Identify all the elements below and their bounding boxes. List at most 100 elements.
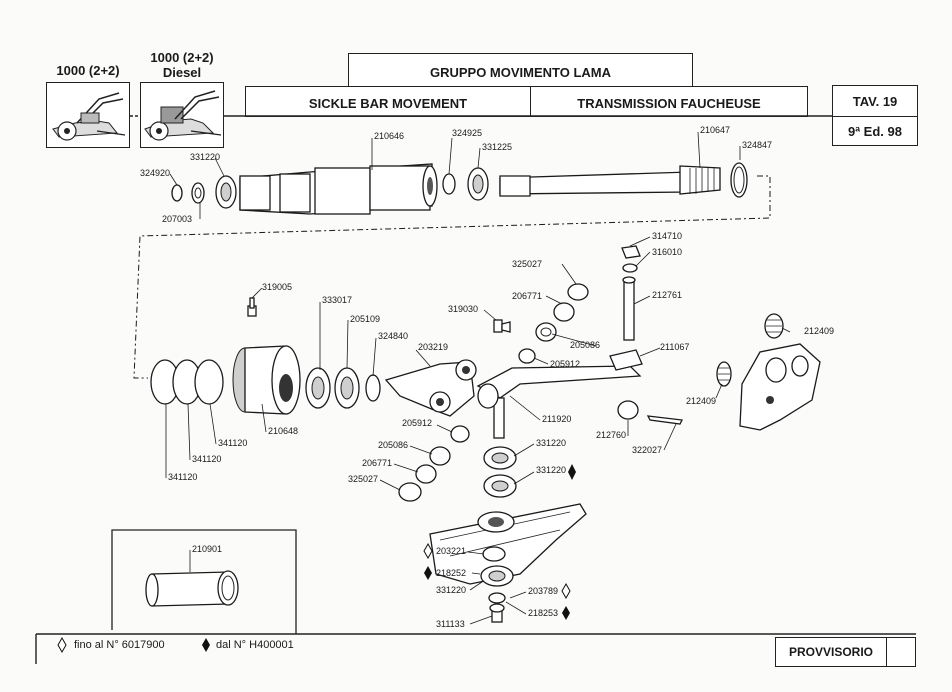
leader-lines bbox=[165, 131, 791, 625]
sleeve-210901 bbox=[145, 570, 239, 607]
ring-203221 bbox=[482, 546, 506, 562]
label-203789: 203789 bbox=[528, 586, 558, 596]
pin-212761 bbox=[622, 276, 636, 341]
label-333017: 333017 bbox=[322, 295, 352, 305]
label-205109: 205109 bbox=[350, 314, 380, 324]
label-212760: 212760 bbox=[596, 430, 626, 440]
nut-212760 bbox=[617, 400, 639, 420]
lever-211920 bbox=[476, 365, 642, 439]
title-english: SICKLE BAR MOVEMENT bbox=[308, 96, 468, 111]
spring-212409-left bbox=[716, 361, 732, 387]
nut-314710 bbox=[621, 245, 641, 259]
label-331220-mid2: 331220 bbox=[536, 465, 566, 475]
label-205912-lower: 205912 bbox=[402, 418, 432, 428]
label-205086-lower: 205086 bbox=[378, 440, 408, 450]
label-331220-top: 331220 bbox=[190, 152, 220, 162]
ring-324920 bbox=[171, 184, 183, 202]
open-diamond-icon bbox=[561, 582, 571, 600]
label-206771-upper: 206771 bbox=[512, 291, 542, 301]
legend-filled-diamond-icon bbox=[202, 638, 210, 652]
status-label: PROVVISORIO bbox=[788, 645, 874, 659]
edition-box bbox=[832, 116, 918, 146]
label-203219: 203219 bbox=[418, 342, 448, 352]
label-205086-upper: 205086 bbox=[570, 340, 600, 350]
model-label-1: 1000 (2+2) bbox=[56, 63, 120, 78]
label-210901: 210901 bbox=[192, 544, 222, 554]
model-label-2: 1000 (2+2) Diesel bbox=[150, 50, 214, 80]
label-324920: 324920 bbox=[140, 168, 170, 178]
bushing-205086-lower bbox=[429, 446, 451, 466]
label-331220-mid1: 331220 bbox=[536, 438, 566, 448]
label-311133: 311133 bbox=[436, 619, 465, 629]
label-341120-c: 341120 bbox=[168, 472, 197, 482]
filled-diamond-icon bbox=[562, 606, 570, 620]
label-210648: 210648 bbox=[268, 426, 298, 436]
label-341120-b: 341120 bbox=[192, 454, 221, 464]
label-218253: 218253 bbox=[528, 608, 558, 618]
label-218252: 218252 bbox=[436, 568, 466, 578]
label-325027-lower: 325027 bbox=[348, 474, 378, 484]
cutter-frame bbox=[429, 503, 587, 585]
snap-rings-341120 bbox=[150, 359, 224, 405]
label-324840: 324840 bbox=[378, 331, 408, 341]
cotter-pin-322027 bbox=[646, 415, 683, 425]
title-italian: GRUPPO MOVIMENTO LAMA bbox=[429, 65, 612, 80]
edition-label: 9ª Ed. 98 bbox=[848, 124, 902, 139]
tractor-thumbnail-1 bbox=[46, 82, 130, 148]
open-diamond-icon bbox=[423, 542, 433, 560]
label-341120-a: 341120 bbox=[218, 438, 247, 448]
driveshaft-210647 bbox=[499, 165, 721, 197]
bearing-333017 bbox=[305, 367, 331, 409]
gear-housing-210648 bbox=[232, 345, 301, 415]
label-316010: 316010 bbox=[652, 247, 682, 257]
ring-205912-lower bbox=[450, 425, 470, 443]
diamond-markers bbox=[423, 464, 576, 620]
bracket-housing bbox=[739, 343, 821, 431]
washer-316010 bbox=[622, 263, 638, 273]
legend-open-label: fino al N° 6017900 bbox=[74, 639, 165, 651]
filled-diamond-icon bbox=[424, 566, 432, 580]
bearing-331220-top bbox=[215, 175, 237, 209]
ring-207003 bbox=[191, 182, 205, 204]
label-211920: 211920 bbox=[542, 414, 571, 424]
label-212761: 212761 bbox=[652, 290, 682, 300]
ring-324840 bbox=[365, 374, 381, 402]
legend-filled-label: dal N° H400001 bbox=[216, 639, 294, 651]
label-212409-right: 212409 bbox=[804, 326, 834, 336]
label-322027: 322027 bbox=[632, 445, 662, 455]
label-212409-left: 212409 bbox=[686, 396, 716, 406]
label-324925: 324925 bbox=[452, 128, 482, 138]
ring-325027-lower bbox=[398, 482, 422, 502]
label-325027-upper: 325027 bbox=[512, 259, 542, 269]
table-number: TAV. 19 bbox=[852, 94, 898, 109]
ring-324925 bbox=[442, 173, 456, 195]
plate-211067 bbox=[609, 349, 643, 371]
part-labels: 210646 324925 331225 210647 324847 33122… bbox=[140, 125, 834, 629]
tractor-drawing-icon bbox=[52, 92, 126, 141]
bearing-331220-mid2 bbox=[483, 474, 517, 498]
nipple-319030 bbox=[493, 319, 511, 333]
label-314710: 314710 bbox=[652, 231, 682, 241]
bearing-331220-low bbox=[480, 565, 514, 587]
label-203221: 203221 bbox=[436, 546, 466, 556]
label-211067: 211067 bbox=[660, 342, 689, 352]
status-side-box bbox=[886, 637, 916, 667]
label-207003: 207003 bbox=[162, 214, 192, 224]
bearing-205109 bbox=[334, 367, 360, 409]
label-205912-upper: 205912 bbox=[550, 359, 580, 369]
tractor-thumbnail-2 bbox=[140, 82, 224, 148]
label-319005: 319005 bbox=[262, 282, 292, 292]
label-324847: 324847 bbox=[742, 140, 772, 150]
label-206771-lower: 206771 bbox=[362, 458, 392, 468]
ring-205912-upper bbox=[518, 348, 536, 364]
bushing-206771-lower bbox=[415, 464, 437, 484]
label-210646: 210646 bbox=[374, 131, 404, 141]
status-box bbox=[775, 637, 887, 667]
label-210647: 210647 bbox=[700, 125, 730, 135]
bearing-331220-mid1 bbox=[483, 446, 517, 470]
shaft-housing-210646 bbox=[239, 163, 438, 215]
spring-212409-right bbox=[764, 313, 784, 339]
circlip-324847 bbox=[730, 162, 748, 198]
legend-open-diamond-icon bbox=[57, 636, 67, 654]
